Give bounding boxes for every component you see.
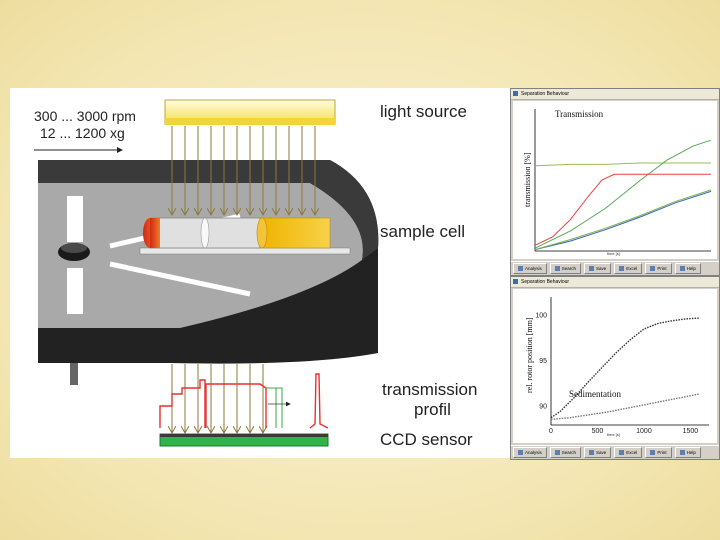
- transmission-profile-green: [265, 387, 283, 428]
- help-button[interactable]: Help: [674, 447, 701, 458]
- sedimentation-chart-title: Sedimentation: [569, 389, 621, 399]
- y-tick-label: 95: [539, 358, 547, 365]
- help-icon: [679, 450, 685, 455]
- save-button[interactable]: Save: [584, 447, 612, 458]
- search-icon: [554, 450, 560, 455]
- analysis-icon: [518, 266, 523, 271]
- label-transmission: transmission: [382, 380, 478, 399]
- analysis-button[interactable]: Analysis: [513, 447, 547, 458]
- y-tick-label: 90: [539, 404, 547, 411]
- series-line-0: [534, 162, 711, 167]
- y-tick-label: 100: [535, 312, 547, 319]
- label-light-source: light source: [380, 102, 467, 121]
- series-line-4: [534, 189, 712, 251]
- rotor-spoke-2: [109, 261, 251, 297]
- analysis-icon: [518, 450, 523, 455]
- transmission-plot-area: [513, 101, 717, 259]
- rotor-hub-top: [61, 243, 87, 253]
- sedimentation-window: Separation Behaviour 0 500 1000 1500 90 95 100…: [510, 276, 720, 460]
- slide-canvas: 300 ... 3000 rpm 12 ... 1200 xg light so…: [10, 88, 720, 460]
- save-icon: [589, 266, 595, 271]
- excel-button[interactable]: Excel: [614, 447, 643, 458]
- transmission-toolbar: Analysis Search Save Excel Print Help: [511, 261, 719, 275]
- sedimentation-y-label: rel. rotor position [mm]: [525, 317, 534, 393]
- search-icon: [554, 266, 560, 271]
- rotor-rim-top: [38, 160, 379, 260]
- speed-label-rpm: 300 ... 3000 rpm: [34, 108, 136, 124]
- rotor-slot-2: [67, 268, 83, 314]
- excel-button[interactable]: Excel: [614, 263, 643, 274]
- x-tick-label: 1000: [636, 428, 652, 435]
- save-button[interactable]: Save: [584, 263, 612, 274]
- series-line-1: [534, 139, 712, 249]
- series-line-2: [534, 173, 711, 246]
- sedimentation-window-title: Separation Behaviour: [511, 277, 719, 288]
- transmission-profile-red: [159, 373, 329, 429]
- print-button[interactable]: Print: [645, 447, 672, 458]
- x-tick-label: 1500: [683, 428, 699, 435]
- ccd-sensor-top: [160, 434, 328, 437]
- centrifuge-diagram: [34, 99, 379, 447]
- light-source-front: [165, 118, 335, 125]
- sample-cell-rail: [139, 247, 351, 255]
- x-tick-label: 0: [549, 428, 553, 435]
- series-line-1: [550, 393, 700, 421]
- transmitted-rays: [172, 364, 263, 432]
- series-line-3: [534, 190, 712, 251]
- speed-label-xg: 12 ... 1200 xg: [40, 125, 125, 141]
- sedimentation-plot-area: 0 500 1000 1500 90 95 100: [513, 289, 717, 443]
- excel-icon: [619, 266, 625, 271]
- print-icon: [650, 266, 656, 271]
- x-tick-label: 500: [592, 428, 604, 435]
- label-ccd-sensor: CCD sensor: [380, 430, 473, 449]
- series-line-0: [550, 317, 700, 419]
- sample-cell-liquid: [261, 217, 331, 249]
- label-sample-cell: sample cell: [380, 222, 466, 241]
- light-rays: [172, 126, 315, 214]
- help-icon: [679, 266, 685, 271]
- help-button[interactable]: Help: [674, 263, 701, 274]
- transmission-chart-title: Transmission: [555, 109, 604, 119]
- excel-icon: [619, 450, 625, 455]
- transmission-y-label: transmission [%]: [523, 152, 532, 207]
- sample-cell-cap-body: [150, 218, 160, 248]
- search-button[interactable]: Search: [549, 263, 582, 274]
- sedimentation-x-label: time [s]: [607, 432, 620, 437]
- transmission-chart: [534, 109, 712, 252]
- print-button[interactable]: Print: [645, 263, 672, 274]
- analysis-button[interactable]: Analysis: [513, 263, 547, 274]
- print-icon: [650, 450, 656, 455]
- sedimentation-toolbar: Analysis Search Save Excel Print Help: [511, 445, 719, 459]
- label-profil: profil: [414, 400, 451, 419]
- sedimentation-chart: 0 500 1000 1500 90 95 100: [535, 297, 709, 435]
- rotor-shaft: [70, 363, 78, 385]
- transmission-x-label: time [s]: [607, 251, 620, 256]
- sample-cell-liquid-end: [256, 217, 268, 249]
- sample-cell-piston: [200, 217, 210, 249]
- transmission-window-title: Separation Behaviour: [511, 89, 719, 100]
- transmission-window: Separation Behaviour Transmission transm…: [510, 88, 720, 276]
- rotor-slot-1: [67, 196, 83, 242]
- save-icon: [589, 450, 595, 455]
- search-button[interactable]: Search: [549, 447, 582, 458]
